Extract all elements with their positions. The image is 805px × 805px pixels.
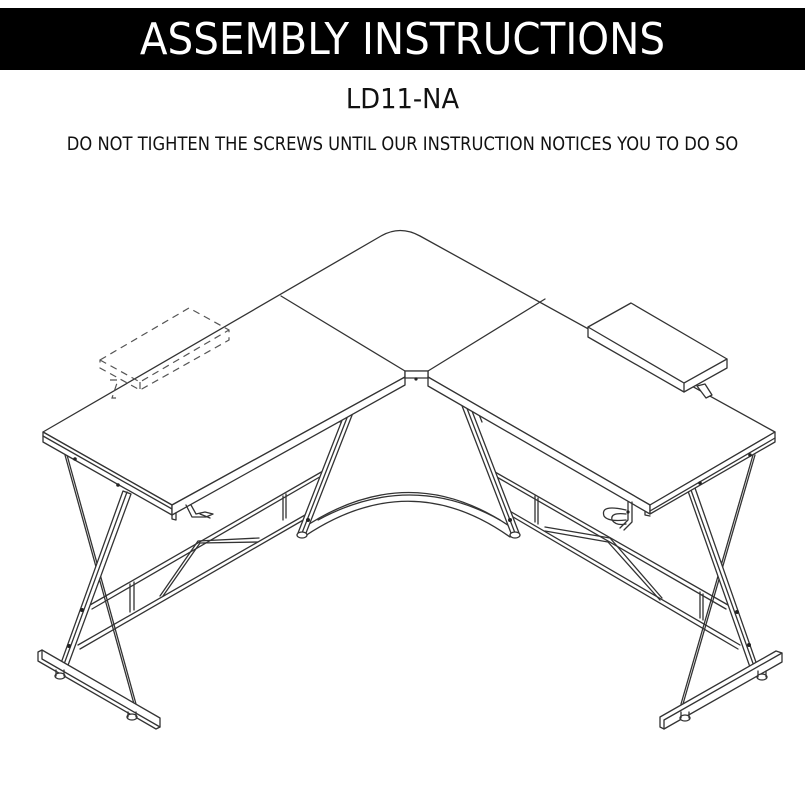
x-frame-leg-left bbox=[37, 454, 161, 730]
header-bar: ASSEMBLY INSTRUCTIONS bbox=[0, 8, 805, 70]
monitor-stand-dashed-position bbox=[99, 307, 230, 399]
seam-left bbox=[280, 295, 406, 372]
curved-back-support bbox=[299, 491, 516, 538]
crossbar-frame-left bbox=[77, 466, 331, 650]
warning-notice: DO NOT TIGHTEN THE SCREWS UNTIL OUR INST… bbox=[66, 133, 739, 155]
headphone-hook bbox=[185, 504, 214, 519]
seam-right bbox=[427, 298, 546, 372]
crossbar-frame-right bbox=[494, 471, 741, 650]
page-title: ASSEMBLY INSTRUCTIONS bbox=[139, 13, 666, 65]
cup-holder bbox=[602, 501, 633, 531]
x-frame-leg-right bbox=[659, 454, 783, 730]
monitor-stand-shelf bbox=[587, 302, 728, 399]
model-number: LD11-NA bbox=[345, 82, 460, 115]
desktop bbox=[42, 229, 776, 521]
